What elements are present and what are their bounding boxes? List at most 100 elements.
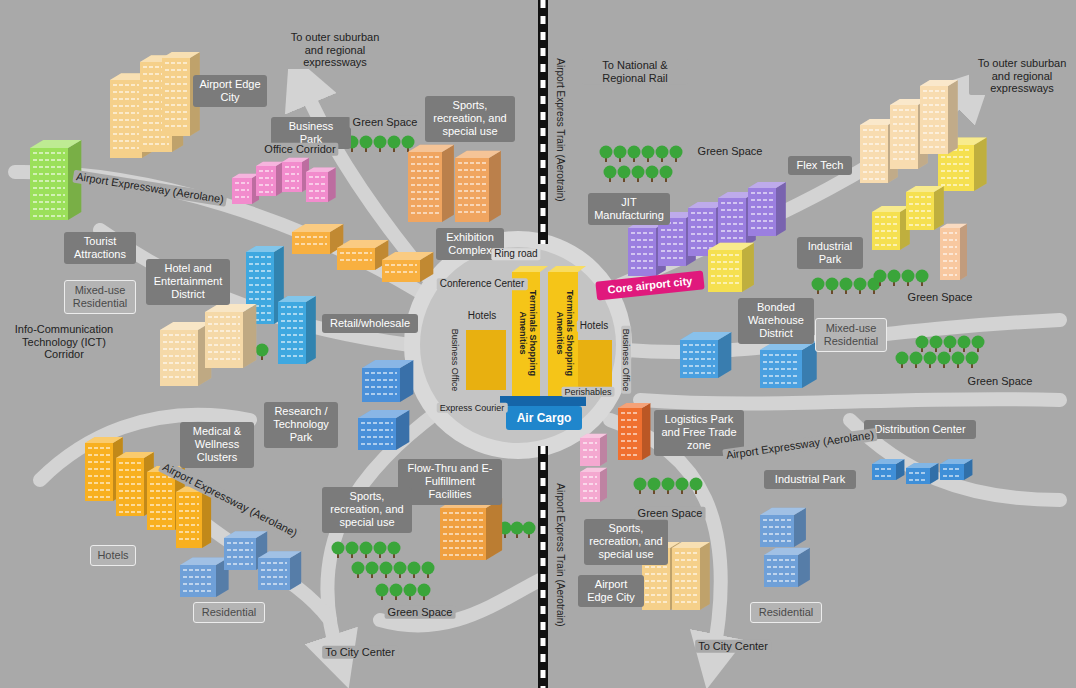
- building-windows: [863, 143, 885, 145]
- outlined-label-box: Hotels: [90, 545, 136, 566]
- building-front: [580, 472, 600, 502]
- tree-crown: [916, 336, 929, 349]
- map-label: Conference Center: [437, 278, 528, 290]
- building-front: [306, 172, 328, 202]
- building-windows: [893, 123, 915, 125]
- building-windows: [165, 111, 187, 113]
- building-front: [30, 148, 68, 220]
- building-windows: [165, 97, 187, 99]
- tree-crown: [840, 278, 853, 291]
- building-windows: [113, 105, 139, 107]
- building-roof-light: [337, 240, 388, 248]
- building-windows: [227, 563, 253, 565]
- building-windows: [458, 197, 486, 199]
- building-windows: [261, 569, 287, 571]
- building-windows: [113, 112, 139, 114]
- building-shade: [306, 296, 316, 364]
- building-windows: [113, 119, 139, 121]
- building-roof-light: [30, 140, 81, 148]
- building-shade: [742, 243, 754, 292]
- building-windows: [863, 150, 885, 152]
- building-windows: [113, 147, 139, 149]
- tree-crown: [628, 146, 641, 159]
- building-front: [278, 302, 306, 364]
- building-windows: [119, 483, 141, 485]
- tree-crown: [952, 352, 965, 365]
- building-roof-light: [708, 243, 754, 250]
- map-label: Perishables: [561, 387, 614, 397]
- tree-crown: [924, 352, 937, 365]
- building-windows: [923, 125, 945, 127]
- map-label: Airport Expressway (Aerolane): [722, 428, 877, 462]
- building-windows: [88, 447, 110, 449]
- map-label: Airport Expressway (Aerolane): [72, 170, 227, 207]
- building-front: [580, 438, 600, 466]
- building-windows: [909, 217, 931, 219]
- building-windows: [295, 243, 327, 245]
- building-side: [328, 167, 336, 202]
- building-roof: [116, 452, 154, 458]
- tree-crown: [632, 166, 645, 179]
- box-text: Hotel and Entertainment District: [151, 262, 225, 302]
- building-side: [642, 403, 650, 460]
- tree-crown: [812, 278, 825, 291]
- building-windows: [909, 203, 931, 205]
- tree-crown: [346, 542, 359, 555]
- label-box: Industrial Park: [797, 237, 863, 269]
- building-front: [382, 260, 420, 282]
- tree-crown: [938, 352, 951, 365]
- map-label: To National & Regional Rail: [582, 59, 688, 84]
- building-front: [85, 443, 113, 501]
- map-label: Hotels: [577, 320, 611, 332]
- tree-crown: [374, 542, 387, 555]
- building-front: [920, 86, 948, 154]
- road-network: [15, 78, 1060, 662]
- building-roof: [256, 162, 283, 166]
- building-windows: [943, 475, 961, 477]
- tree-crown: [618, 166, 631, 179]
- building-windows: [119, 511, 141, 513]
- building-windows: [875, 216, 897, 218]
- map-label: Ring road: [491, 248, 540, 260]
- building-windows: [941, 163, 971, 165]
- building-windows: [285, 166, 299, 168]
- building-windows: [721, 216, 743, 218]
- building-windows: [631, 267, 653, 269]
- tree-crown: [930, 336, 943, 349]
- building-windows: [909, 196, 931, 198]
- building-windows: [165, 118, 187, 120]
- box-text: Hotels: [96, 549, 130, 562]
- building-windows: [235, 189, 249, 191]
- tree-crown: [352, 562, 365, 575]
- box-text: Mixed-use Residential: [821, 322, 881, 348]
- building-windows: [163, 341, 195, 343]
- building-roof: [408, 145, 454, 152]
- building-front: [362, 368, 400, 402]
- building-windows: [751, 206, 773, 208]
- building-roof: [940, 459, 972, 464]
- building-windows: [875, 475, 893, 477]
- building-windows: [751, 213, 773, 215]
- building-windows: [227, 556, 253, 558]
- building-windows: [923, 146, 945, 148]
- building-windows: [249, 263, 271, 265]
- building-windows: [119, 462, 141, 464]
- building-windows: [893, 130, 915, 132]
- building-windows: [943, 246, 957, 248]
- building-roof-light: [256, 162, 283, 166]
- building-side: [700, 542, 710, 610]
- building-windows: [340, 259, 372, 261]
- building-windows: [150, 483, 172, 485]
- building-windows: [621, 440, 639, 442]
- building-windows: [165, 76, 187, 78]
- building-roof-light: [920, 80, 958, 86]
- building-side: [600, 434, 607, 466]
- map-label: Green Space: [965, 375, 1036, 388]
- building-roof-light: [940, 459, 972, 464]
- building-roof: [455, 151, 501, 158]
- buildings-and-trees: [30, 52, 987, 610]
- building-shade: [328, 167, 336, 202]
- building-windows: [645, 573, 667, 575]
- building-windows: [675, 601, 697, 603]
- building-roof: [306, 167, 336, 172]
